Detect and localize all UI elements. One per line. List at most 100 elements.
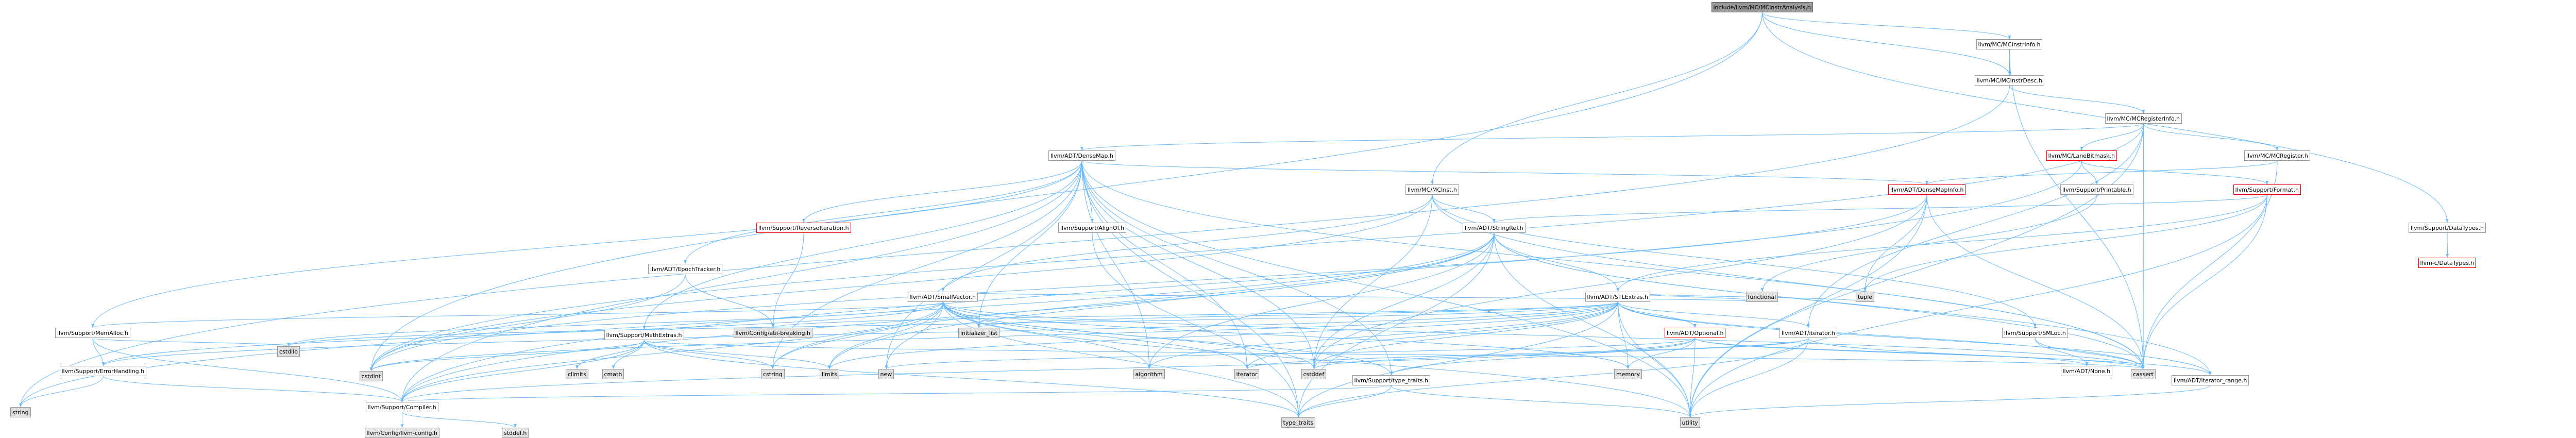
node-iterrange[interactable]: llvm/ADT/iterator_range.h (2172, 375, 2249, 385)
edge-stringref-to-cassert (1494, 232, 2145, 369)
edge-matheextras-to-cstring (644, 340, 774, 369)
edge-stlextras-to-iterator (1245, 301, 1618, 369)
edge-optional-to-typetraits_h (1389, 338, 1696, 376)
edge-typetraits_h-to-utility (1391, 385, 1692, 418)
node-epoch[interactable]: llvm/ADT/EpochTracker.h (648, 264, 723, 274)
node-lanebitmask[interactable]: llvm/MC/LaneBitmask.h (2046, 150, 2117, 161)
edge-stlextras-to-cstdlib (287, 301, 1618, 347)
edge-densemap-to-cstddef (1081, 160, 1316, 369)
node-errorhandling[interactable]: llvm/Support/ErrorHandling.h (59, 366, 147, 376)
edge-optional-to-memory (1626, 338, 1696, 369)
edge-stringref-to-cstddef (1312, 232, 1495, 369)
node-cassert: cassert (2131, 369, 2156, 379)
edge-smallvector-to-utility (943, 301, 1692, 418)
node-smallvector[interactable]: llvm/ADT/SmallVector.h (907, 292, 978, 302)
edge-densemap-to-memalloc (91, 160, 1082, 328)
node-mcinst[interactable]: llvm/MC/MCInst.h (1405, 184, 1459, 195)
edge-stlextras-to-abibreaking (772, 301, 1618, 328)
edge-matheextras-to-typetraits (644, 340, 1300, 418)
edge-matheextras-to-cassert (644, 340, 2145, 369)
node-printable[interactable]: llvm/Support/Printable.h (2060, 184, 2133, 195)
edge-format-to-stringref (1493, 194, 2267, 223)
edge-smallvector-to-cstdlib (287, 301, 943, 347)
node-format[interactable]: llvm/Support/Format.h (2233, 184, 2301, 195)
edge-root-to-cstdint (369, 12, 1762, 372)
edge-stringref-to-compiler (400, 232, 1495, 402)
node-smloc[interactable]: llvm/Support/SMLoc.h (2002, 328, 2068, 338)
node-matheextras[interactable]: llvm/Support/MathExtras.h (604, 330, 684, 340)
edge-densemap-to-iterator (1081, 160, 1249, 369)
node-reverseiter[interactable]: llvm/Support/ReverseIteration.h (756, 223, 851, 233)
edge-reginfo-to-utility (1688, 123, 2144, 418)
node-adtiterator[interactable]: llvm/ADT/iterator.h (1780, 328, 1837, 338)
edge-densemap-to-compiler (400, 160, 1082, 402)
edge-densemap-to-typetraits (1081, 160, 1300, 418)
node-none[interactable]: llvm/ADT/None.h (2060, 366, 2113, 376)
edge-reginfo-to-lanebitmask (2080, 123, 2144, 151)
edge-matheextras-to-cstdint (369, 340, 645, 372)
edge-printable-to-functional (1760, 194, 2097, 292)
edge-densemap-to-densemapinfo (1081, 160, 1928, 185)
edge-optional-to-compiler (400, 338, 1696, 402)
edge-stlextras-to-iterrange (1618, 301, 2212, 376)
edge-matheextras-to-compiler (400, 340, 645, 402)
node-algorithm: algorithm (1133, 369, 1165, 379)
edge-mcinst-to-smallvector (941, 194, 1433, 292)
node-typetraits_h[interactable]: llvm/Support/type_traits.h (1352, 375, 1430, 385)
edge-densemap-to-utility (1081, 160, 1692, 418)
edge-adtiterator-to-cstddef (1312, 338, 1809, 369)
node-optional[interactable]: llvm/ADT/Optional.h (1665, 328, 1726, 338)
node-cstdlib: cstdlib (277, 346, 300, 357)
edge-stlextras-to-optional (1618, 301, 1697, 328)
node-reginfo[interactable]: llvm/MC/MCRegisterInfo.h (2105, 113, 2182, 124)
edge-iterrange-to-utility (1688, 385, 2211, 418)
edge-densemap-to-epoch (684, 160, 1082, 264)
edge-memalloc-to-cstdlib (92, 338, 290, 347)
edge-errorhandling-to-string (19, 376, 104, 408)
node-iterator: iterator (1234, 369, 1260, 379)
node-mcregister[interactable]: llvm/MC/MCRegister.h (2244, 150, 2310, 161)
edge-reginfo-to-mcregister (2143, 123, 2279, 151)
edge-format-to-tuple (1863, 194, 2267, 292)
edge-reginfo-to-adtiterator (1807, 123, 2144, 328)
node-compiler[interactable]: llvm/Support/Compiler.h (365, 402, 438, 412)
edge-stringref-to-limits (828, 232, 1495, 369)
edge-instrinfo-to-cassert (2009, 49, 2145, 369)
edge-lanebitmask-to-printable (2081, 160, 2098, 185)
edge-format-to-cassert (2142, 194, 2267, 369)
edge-smallvector-to-cstddef (943, 301, 1316, 369)
edge-stlextras-to-adtiterator (1618, 301, 1810, 328)
node-densemap[interactable]: llvm/ADT/DenseMap.h (1048, 150, 1115, 161)
node-densemapinfo[interactable]: llvm/ADT/DenseMapInfo.h (1888, 184, 1966, 195)
node-instrinfo[interactable]: llvm/MC/MCInstrInfo.h (1976, 39, 2043, 49)
edge-stlextras-to-errorhandling (102, 301, 1618, 366)
node-memalloc[interactable]: llvm/Support/MemAlloc.h (55, 328, 131, 338)
node-stringref[interactable]: llvm/ADT/StringRef.h (1463, 223, 1526, 233)
edge-densemap-to-cstring (771, 160, 1082, 369)
edge-smallvector-to-compiler (400, 301, 943, 402)
edge-smloc-to-none (2035, 338, 2089, 366)
node-stlextras[interactable]: llvm/ADT/STLExtras.h (1585, 292, 1651, 302)
node-memory: memory (1614, 369, 1642, 379)
edge-matheextras-to-climits (575, 340, 645, 369)
edge-mcregister-to-densemapinfo (1925, 160, 2278, 185)
edge-stringref-to-stlextras (1494, 232, 1620, 292)
edge-smallvector-to-functional (943, 291, 1764, 302)
edge-smallvector-to-iterator (943, 301, 1249, 369)
node-alignof[interactable]: llvm/Support/AlignOf.h (1058, 223, 1127, 233)
edge-densemap-to-reverseiter (802, 160, 1082, 223)
node-datatypes[interactable]: llvm/Support/DataTypes.h (2409, 223, 2486, 233)
node-utility: utility (1680, 417, 1700, 428)
edge-format-to-stlextras (1616, 194, 2267, 292)
edge-densemapinfo-to-tuple (1863, 194, 1927, 292)
edge-typetraits_h-to-typetraits (1297, 385, 1392, 418)
node-instrdesc[interactable]: llvm/MC/MCInstrDesc.h (1974, 75, 2044, 86)
edge-root-to-mcinst (1431, 12, 1762, 185)
edge-stlextras-to-initlist (977, 301, 1618, 328)
edge-reginfo-to-densemap (1080, 123, 2144, 151)
edge-smallvector-to-errorhandling (101, 301, 943, 366)
edge-smallvector-to-memalloc (91, 301, 943, 328)
edge-smallvector-to-memory (943, 301, 1630, 369)
node-cdatatypes[interactable]: llvm-c/DataTypes.h (2418, 258, 2477, 268)
